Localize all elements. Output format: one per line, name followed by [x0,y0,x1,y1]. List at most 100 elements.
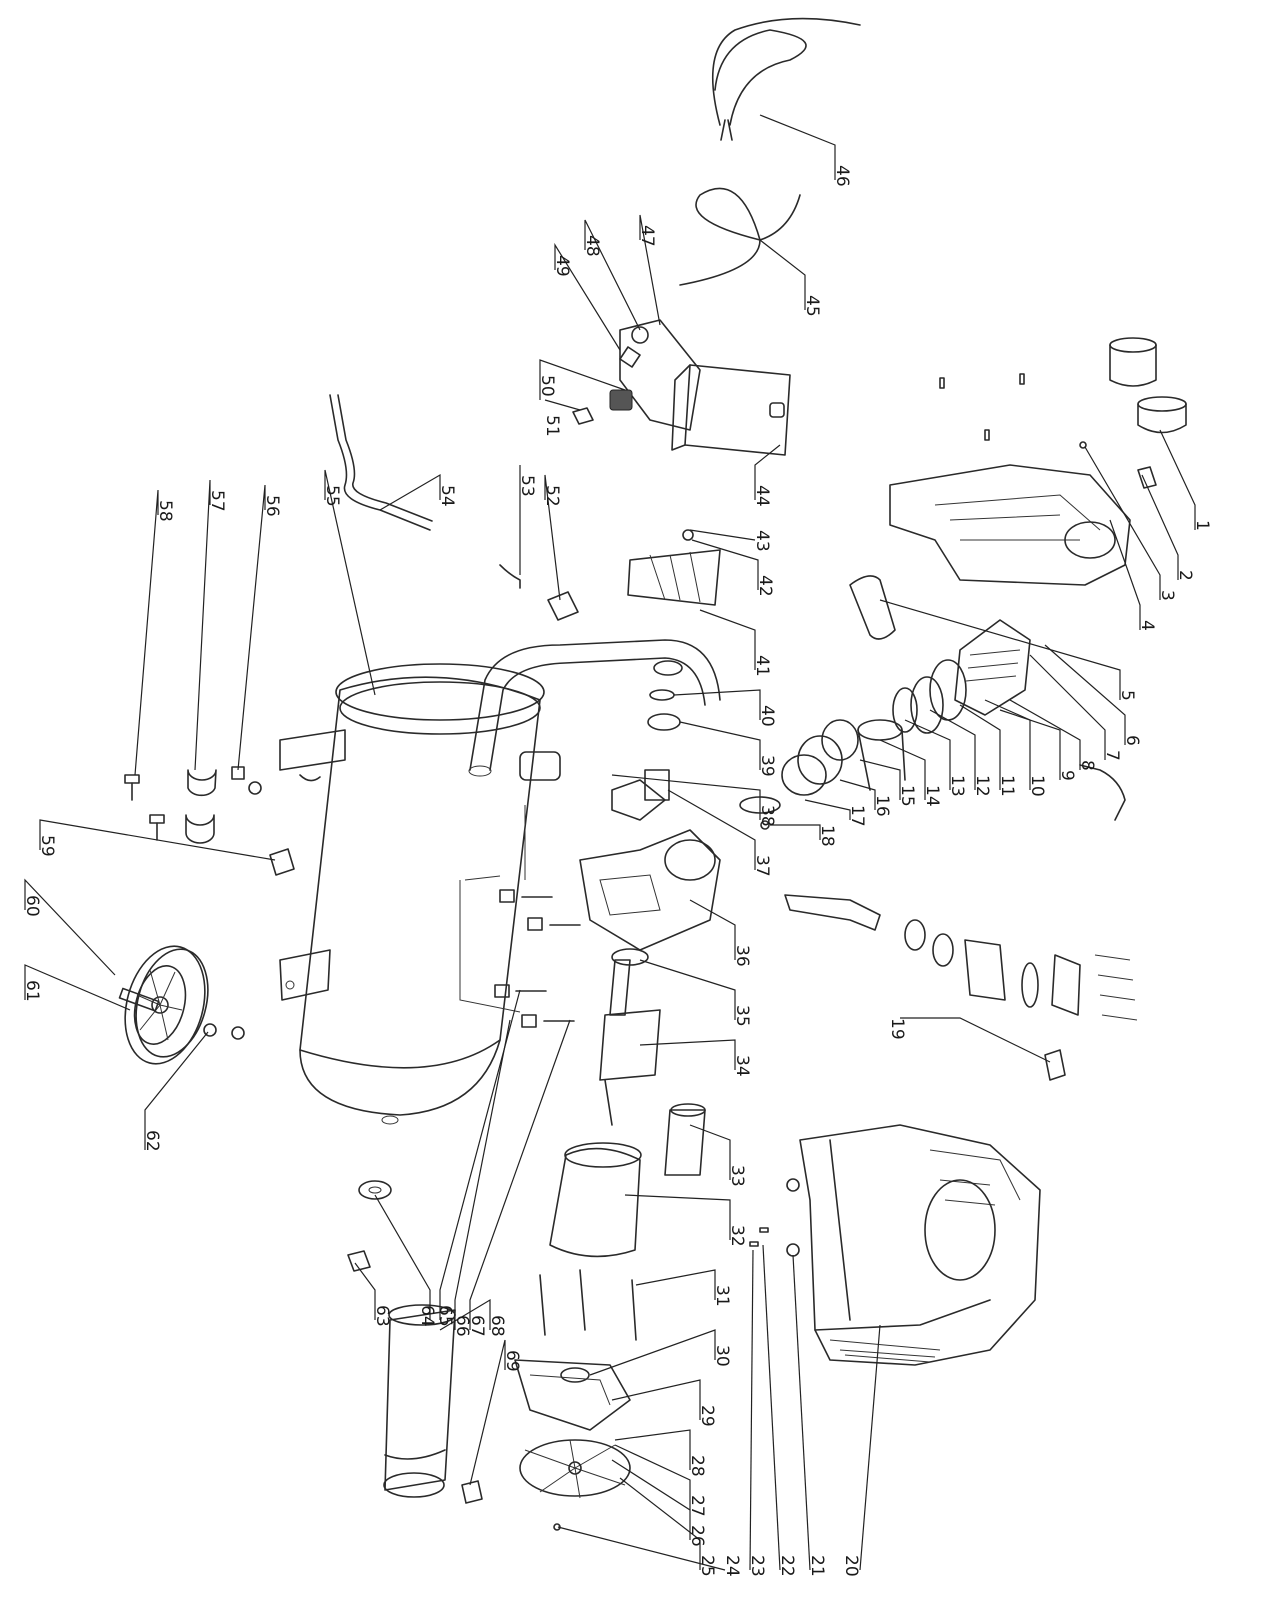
air-filter [1109,337,1157,387]
part-label: 11 [997,775,1017,797]
part-label: 68 [487,1315,507,1337]
part-label: 47 [637,225,657,247]
valve-plate [910,676,944,734]
crankcase [579,829,721,951]
part-label: 30 [712,1345,732,1367]
bolt [760,820,770,830]
cylinder-head [954,619,1031,716]
part-label: 67 [467,1315,487,1337]
through-bolts [539,1269,637,1341]
motor-fan [519,1439,631,1499]
part-label: 54 [437,485,457,507]
bearing [647,713,681,731]
part-label: 22 [777,1555,797,1577]
cooling-fan [627,529,721,606]
part-label: 8 [1077,760,1097,771]
air-filter [1137,396,1187,434]
part-label: 50 [537,375,557,397]
piston [797,735,843,785]
part-label: 35 [732,1005,752,1027]
piston-ring [821,719,859,761]
part-label: 49 [552,255,572,277]
o-ring [649,689,675,701]
filter-nipple [1137,466,1157,489]
drain-valve [347,1250,371,1272]
air-tank [279,663,545,1125]
part-label: 45 [802,295,822,317]
nut [231,1026,245,1040]
piston-assembly [784,894,1138,1081]
gasket [892,687,918,733]
part-label: 34 [732,1055,752,1077]
rubber-washer [358,1180,392,1200]
part-label: 44 [752,485,772,507]
hose [679,187,801,286]
small-screw [984,429,990,441]
screw [749,1241,759,1247]
part-label: 61 [22,980,42,1002]
capacitor [664,1103,706,1176]
part-label: 4 [1137,620,1157,631]
part-label: 56 [262,495,282,517]
outlet-pipe [329,394,431,531]
part-label: 57 [207,490,227,512]
wheel [118,945,209,1065]
part-label: 43 [752,530,772,552]
screw [786,1243,800,1257]
part-labels: 1 2 3 4 5 6 7 8 9 10 11 12 13 14 15 16 1… [22,165,1212,1577]
part-label: 66 [452,1315,472,1337]
part-label: 26 [687,1525,707,1547]
part-label: 69 [502,1350,522,1372]
part-label: 65 [435,1305,455,1327]
part-label: 60 [22,895,42,917]
part-label: 25 [697,1555,717,1577]
part-label: 59 [37,835,57,857]
part-label: 27 [687,1495,707,1517]
part-label: 19 [887,1018,907,1040]
connecting-rod [611,769,670,821]
part-label: 46 [832,165,852,187]
check-valve [547,591,579,621]
power-cord [711,17,861,141]
part-label: 39 [757,755,777,777]
part-label: 52 [542,485,562,507]
washer [203,1023,217,1037]
part-label: 28 [687,1455,707,1477]
small-screw [1019,373,1025,385]
outlet-pipe-head [1079,764,1126,821]
pipe-fitting [499,564,521,589]
motor-end-cover [514,1359,631,1431]
part-label: 32 [727,1225,747,1247]
head-cover [889,464,1131,586]
part-label: 20 [841,1555,861,1577]
part-label: 48 [582,235,602,257]
part-label: 63 [372,1305,392,1327]
part-label: 7 [1102,750,1122,761]
part-label: 14 [922,785,942,807]
part-label: 3 [1157,590,1177,601]
part-label: 38 [757,805,777,827]
part-label: 9 [1057,770,1077,781]
intake-tube [849,575,896,640]
spacer-tube [519,751,561,781]
part-label: 5 [1117,690,1137,701]
part-label: 55 [322,485,342,507]
part-label: 16 [872,795,892,817]
part-label: 17 [847,805,867,827]
part-label: 12 [972,775,992,797]
tank-handle [468,639,721,777]
cap-nut [461,1480,483,1504]
bearing [653,660,683,676]
part-label: 23 [747,1555,767,1577]
part-label: 51 [542,415,562,437]
part-label: 37 [752,855,772,877]
screw [759,1227,769,1233]
part-label: 2 [1175,570,1195,581]
part-label: 36 [732,945,752,967]
motor-shroud [799,1124,1041,1366]
part-label: 53 [517,475,537,497]
piston-cup [781,754,827,796]
part-label: 6 [1122,735,1142,746]
leader-lines [24,114,1196,1571]
